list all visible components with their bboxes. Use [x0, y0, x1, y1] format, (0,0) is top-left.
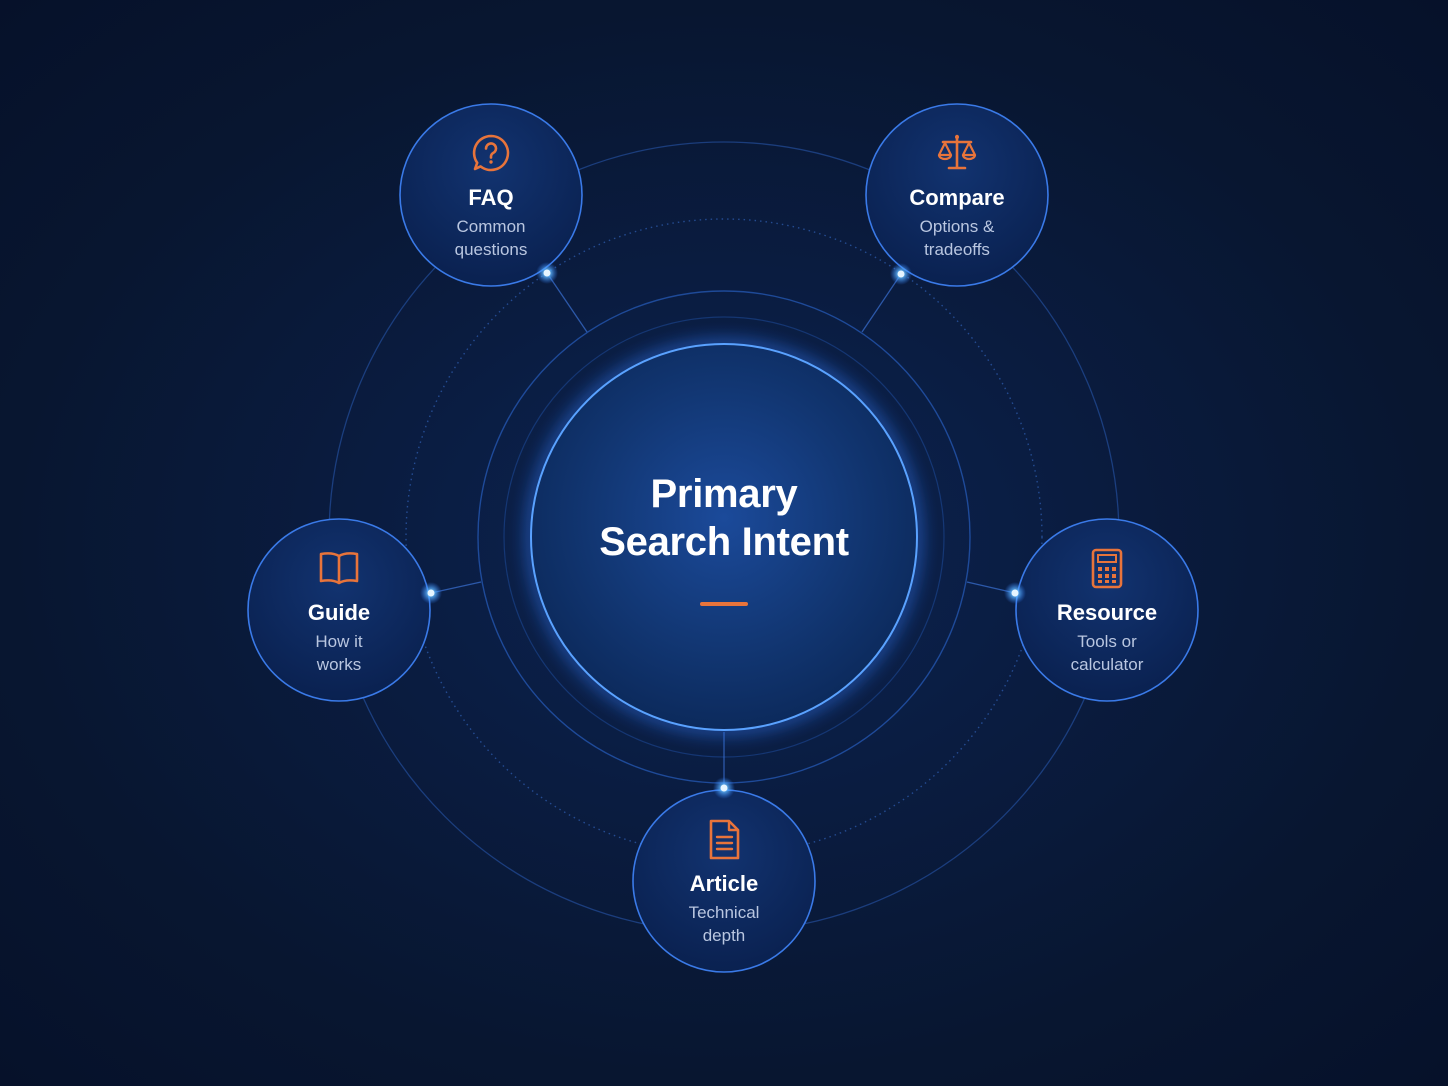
- connector-faq: [546, 272, 588, 333]
- node-faq[interactable]: FAQ Common questions: [401, 105, 581, 285]
- node-resource-circle: [1015, 518, 1199, 702]
- node-article-desc-line1: Technical: [688, 903, 760, 922]
- node-compare-desc-line2: tradeoffs: [924, 240, 990, 259]
- node-faq-title: FAQ: [468, 185, 514, 210]
- node-compare-circle: [865, 103, 1049, 287]
- center-title: Primary Search Intent: [574, 470, 874, 566]
- node-compare-desc-line1: Options &: [919, 217, 995, 236]
- node-resource-desc: Tools or calculator: [1027, 630, 1187, 676]
- center-title-line1: Primary: [650, 472, 798, 516]
- node-article[interactable]: Article Technical depth: [634, 791, 814, 971]
- node-guide-desc: How it works: [259, 630, 419, 676]
- dot-article: [720, 784, 728, 792]
- center-title-line2: Search Intent: [599, 520, 849, 564]
- open-book-icon: [319, 552, 359, 585]
- calculator-icon: [1091, 548, 1123, 589]
- core-circle: [530, 343, 918, 731]
- center-accent-dash: [700, 602, 748, 606]
- dotted-orbit-ring: [405, 218, 1043, 856]
- dot-faq: [543, 269, 551, 277]
- node-resource-desc-line2: calculator: [1070, 655, 1144, 674]
- dot-resource: [1011, 589, 1019, 597]
- node-faq-circle: [399, 103, 583, 287]
- node-faq-desc: Common questions: [411, 215, 571, 261]
- node-guide-desc-line1: How it: [315, 632, 363, 651]
- node-guide-circle: [247, 518, 431, 702]
- node-circles: [247, 103, 1199, 973]
- node-article-desc: Technical depth: [644, 901, 804, 947]
- node-guide[interactable]: Guide How it works: [249, 520, 429, 700]
- node-resource[interactable]: Resource Tools or calculator: [1017, 520, 1197, 700]
- dot-compare: [897, 270, 905, 278]
- scales-icon: [937, 134, 977, 170]
- node-article-title: Article: [689, 871, 759, 896]
- node-guide-title: Guide: [307, 600, 371, 625]
- node-compare[interactable]: Compare Options & tradeoffs: [867, 105, 1047, 285]
- question-bubble-icon: [472, 134, 510, 172]
- node-guide-desc-line2: works: [316, 655, 362, 674]
- node-compare-title: Compare: [909, 185, 1005, 210]
- node-compare-desc: Options & tradeoffs: [877, 215, 1037, 261]
- connector-dots: [420, 262, 1026, 799]
- node-faq-desc-line1: Common: [456, 217, 526, 236]
- dot-guide: [427, 589, 435, 597]
- node-faq-desc-line2: questions: [454, 240, 528, 259]
- node-article-desc-line2: depth: [702, 926, 746, 945]
- node-resource-desc-line1: Tools or: [1077, 632, 1137, 651]
- connector-compare: [861, 273, 902, 333]
- node-resource-title: Resource: [1056, 600, 1158, 625]
- document-icon: [709, 819, 740, 860]
